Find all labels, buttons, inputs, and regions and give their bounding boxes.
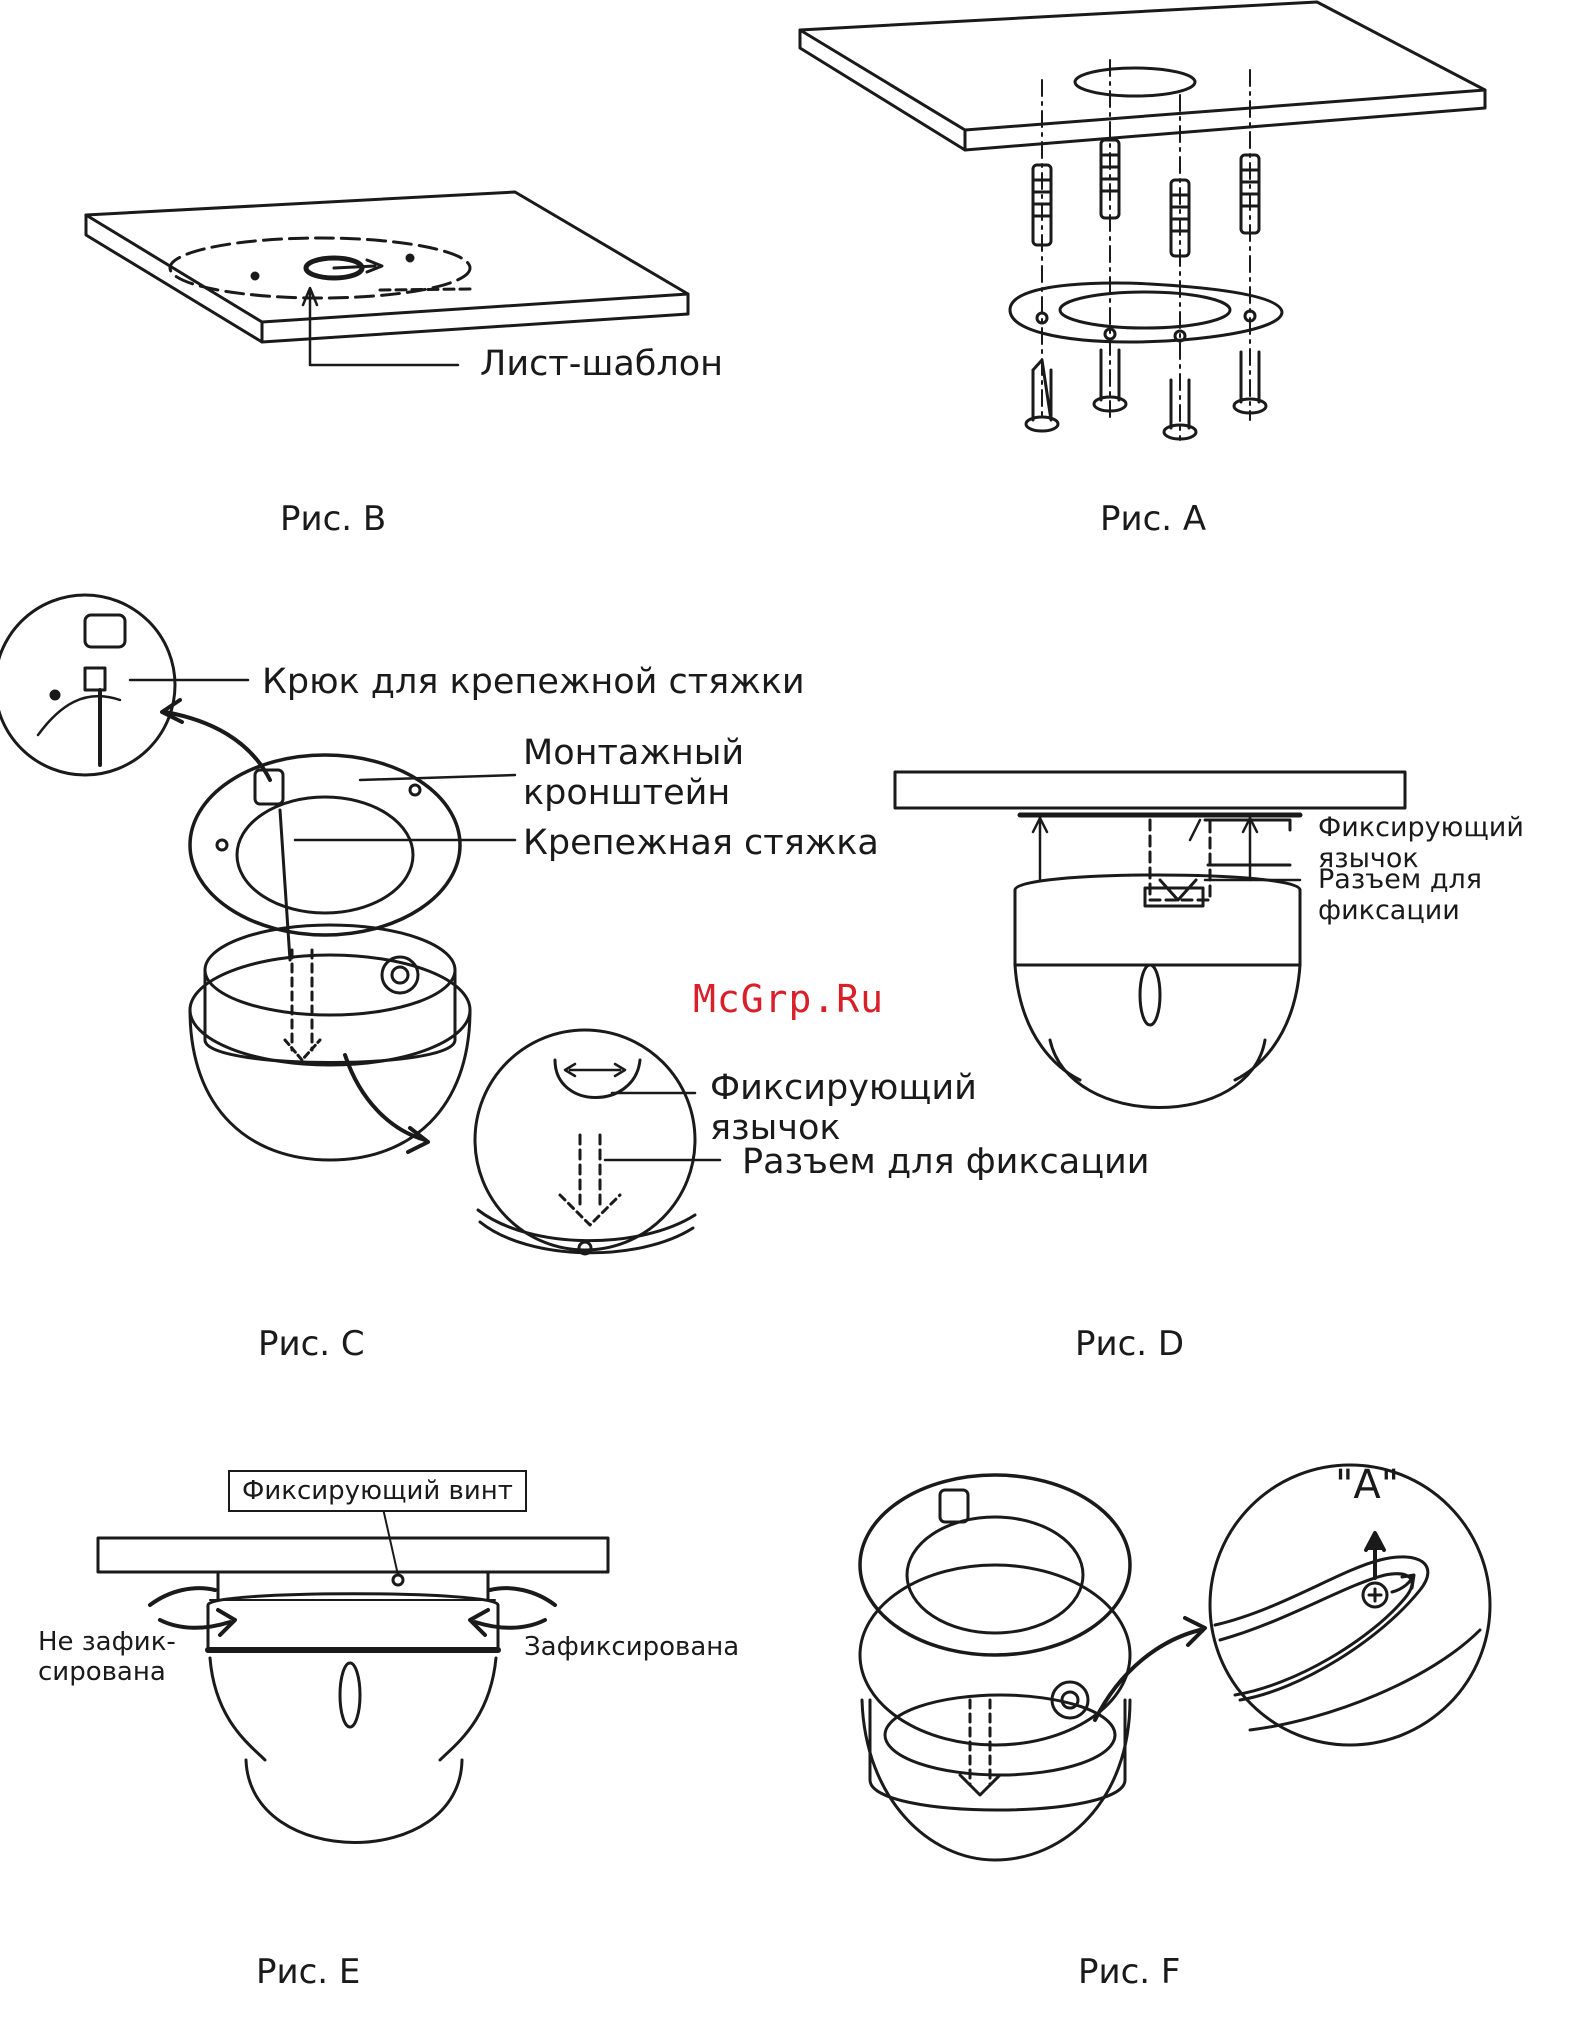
fig-d-caption: Рис. D [1075,1327,1184,1361]
fig-c-caption: Рис. С [258,1327,365,1361]
fig-e-label-unlocked-line1: Не зафик- [38,1627,176,1657]
fig-d-label-slot-line2: фиксации [1318,895,1460,926]
fig-b-caption: Рис. В [280,502,386,536]
fig-e-label-locked: Зафиксирована [524,1634,739,1660]
fig-d-label-tab-line1: Фиксирующий [1318,812,1524,843]
fig-b-ceiling-template [86,192,688,365]
fig-e-caption: Рис. Е [256,1955,360,1989]
fig-c-label-tab-line1: Фиксирующий [710,1068,977,1108]
fig-c-label-hook: Крюк для крепежной стяжки [262,665,805,700]
fig-d-label-slot-line1: Разъем для [1318,864,1482,895]
fig-e-label-unlocked: Не зафик-сирована [38,1628,176,1688]
fig-c-label-bracket-line1: Монтажный [523,733,744,773]
watermark-text: McGrp.Ru [693,980,884,1018]
fig-f-caption: Рис. F [1078,1955,1180,1989]
fig-f-label-detail: "A" [1335,1465,1399,1505]
fig-a-ceiling-anchors [800,2,1485,440]
fig-c-label-bracket-line2: кронштейн [523,773,730,813]
fig-e-label-unlocked-line2: сирована [38,1657,166,1687]
fig-b-label-template: Лист-шаблон [480,347,723,382]
fig-a-caption: Рис. А [1100,502,1206,536]
fig-c-label-slot: Разъем для фиксации [742,1145,1150,1180]
fig-e-label-screw: Фиксирующий винт [228,1470,527,1512]
fig-c-label-tie: Крепежная стяжка [523,826,879,861]
fig-f-lock-screw [860,1465,1490,1860]
